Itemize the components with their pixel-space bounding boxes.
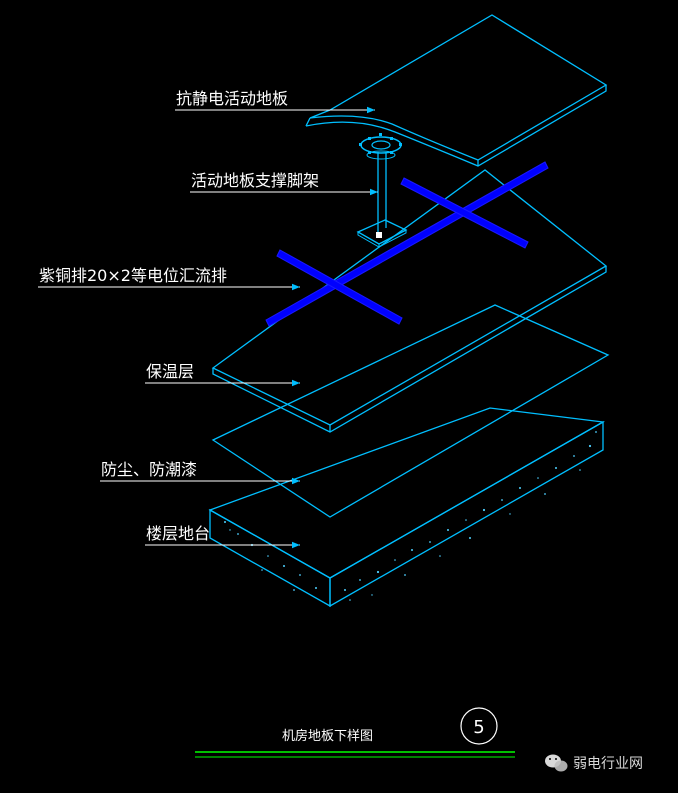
label-antistatic-floor: 抗静电活动地板: [176, 89, 288, 108]
floor-slab-layer: [208, 407, 606, 608]
label-dustproof-paint: 防尘、防潮漆: [101, 460, 197, 479]
title-block: 机房地板下样图 5: [195, 707, 515, 758]
copper-busbar-grid: [265, 161, 549, 327]
watermark-text: 弱电行业网: [573, 756, 643, 772]
concrete-texture-dots: [224, 431, 597, 601]
detail-number: 5: [473, 717, 484, 738]
drawing-title: 机房地板下样图: [282, 728, 373, 744]
wechat-icon: [545, 754, 568, 772]
support-stand: [356, 133, 408, 248]
leader-lines: [38, 106, 378, 549]
antistatic-floor-panel: [305, 14, 608, 167]
detail-number-circle: [460, 707, 498, 745]
label-support-stand: 活动地板支撑脚架: [191, 171, 319, 190]
dustproof-paint-layer: [211, 304, 610, 518]
label-copper-busbar: 紫铜排20×2等电位汇流排: [39, 266, 227, 285]
label-insulation-layer: 保温层: [146, 362, 194, 381]
insulation-layer: [211, 169, 608, 433]
watermark: 弱电行业网: [545, 754, 643, 772]
label-floor-slab: 楼层地台: [146, 524, 210, 543]
